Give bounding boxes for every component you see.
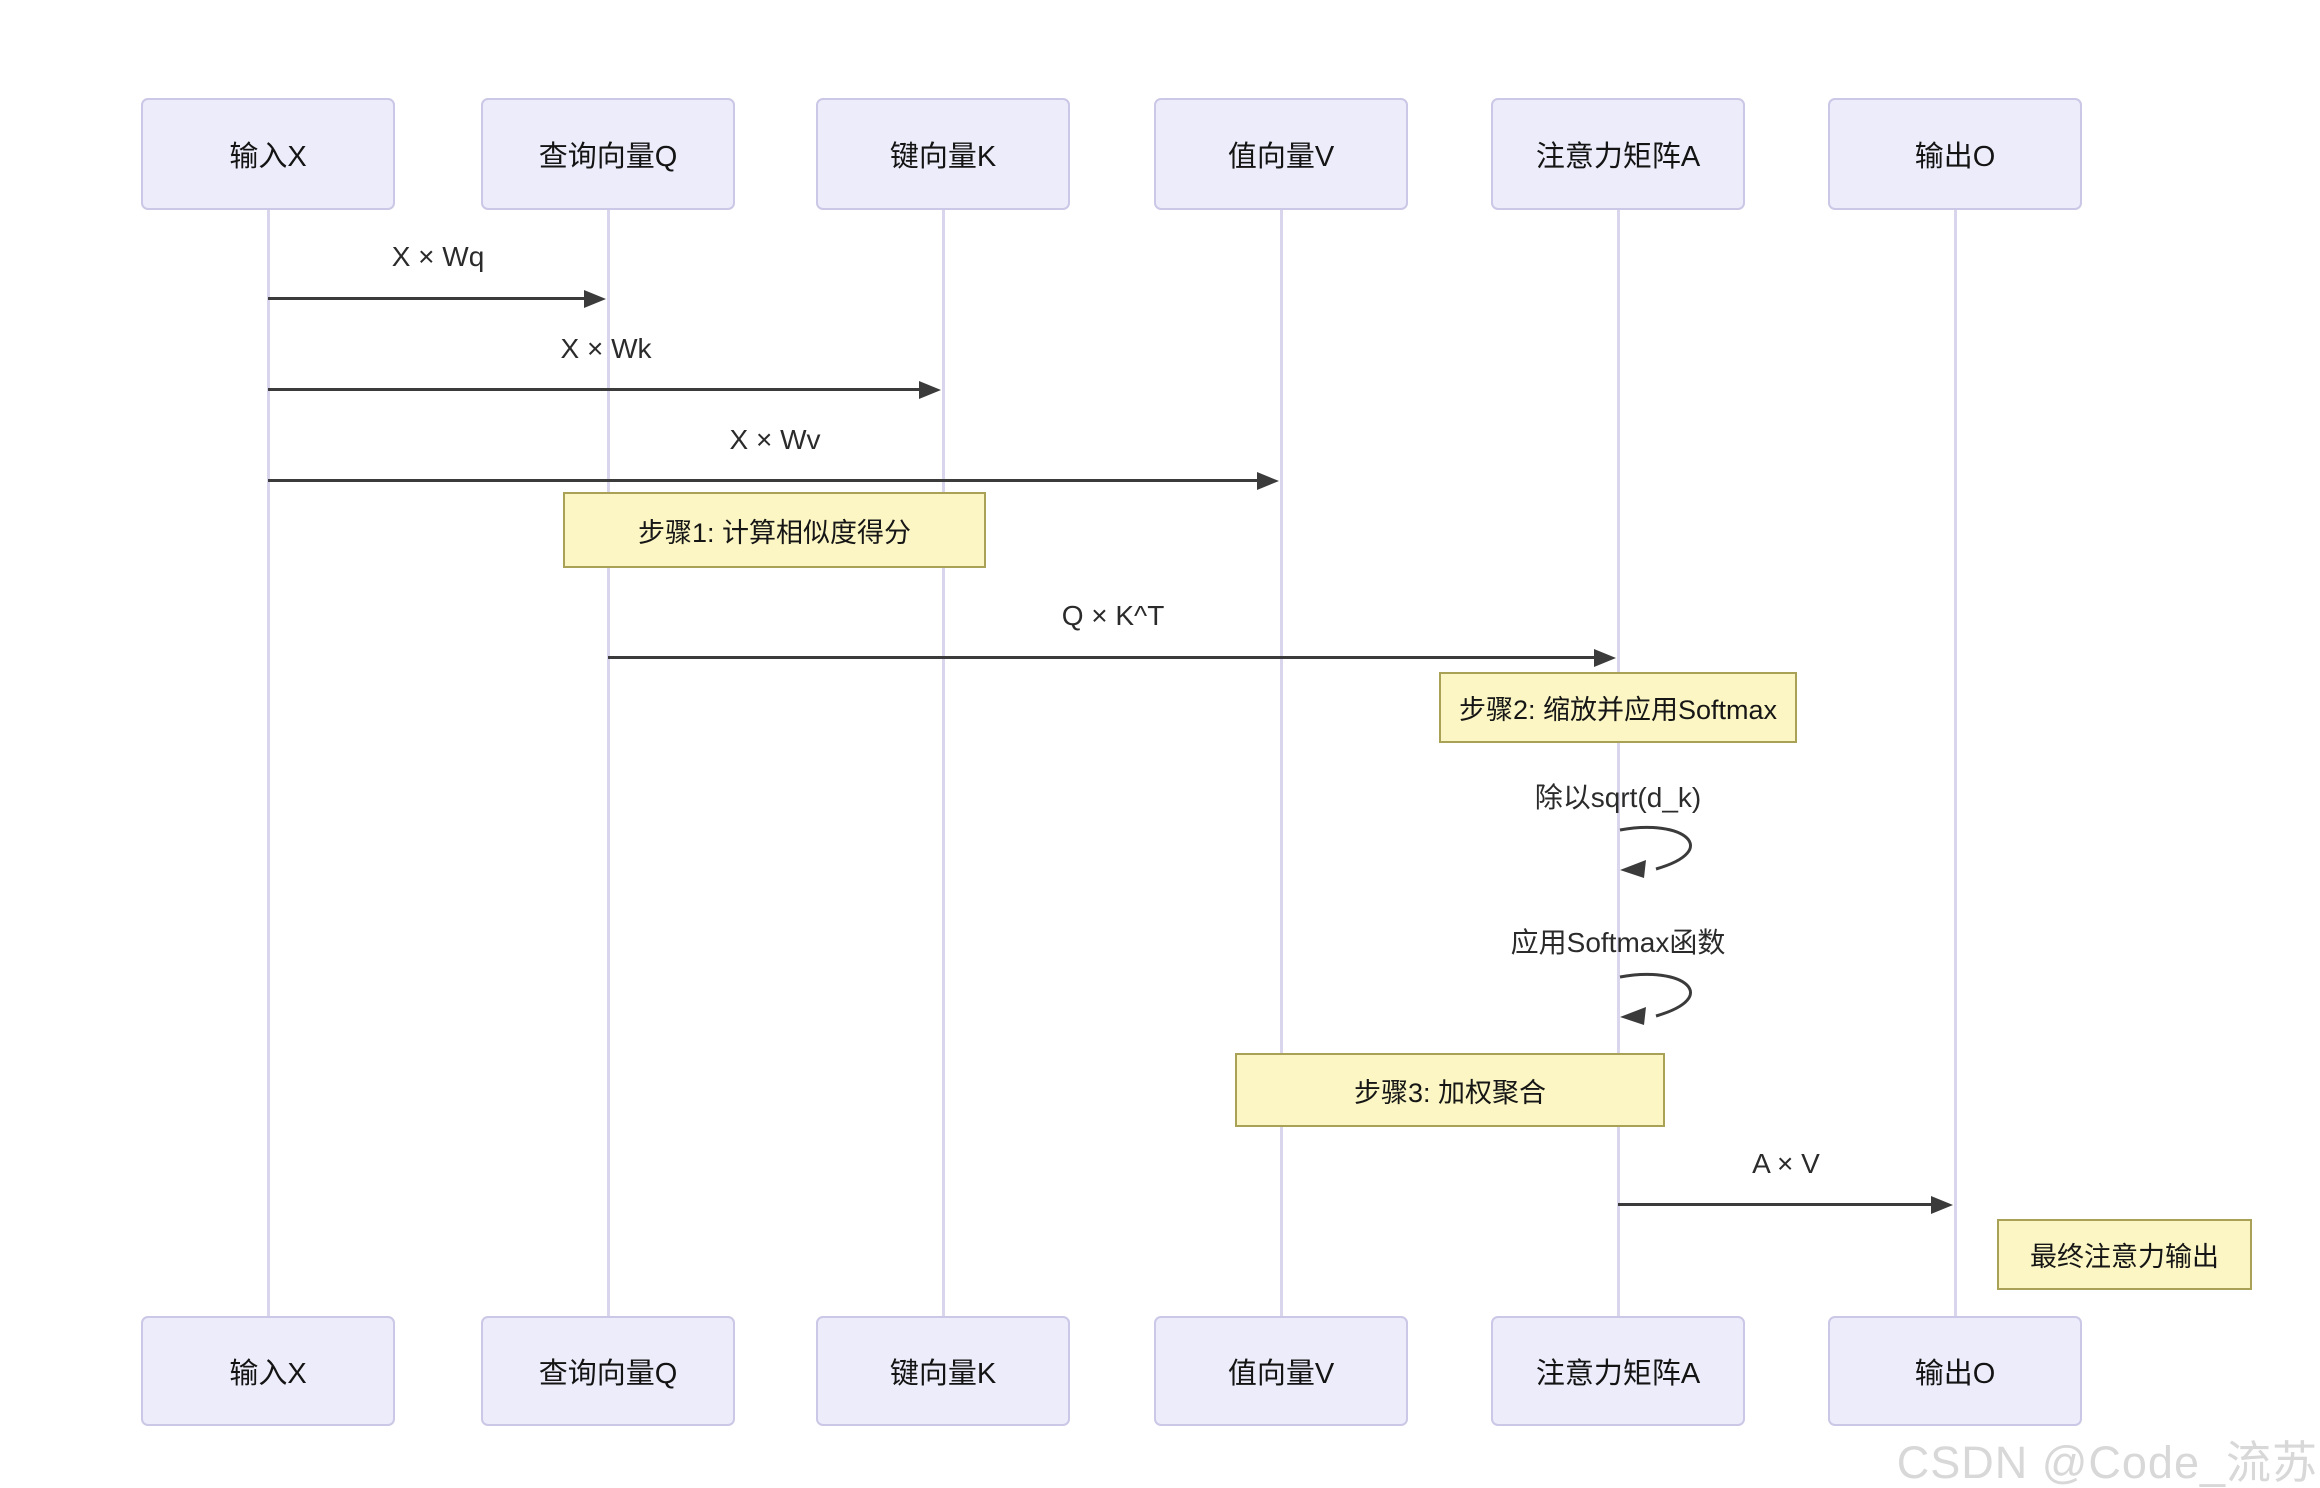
message-arrow-x-wv [268, 479, 1259, 482]
actor-top-value-v: 值向量V [1154, 98, 1408, 210]
actor-top-key-k: 键向量K [816, 98, 1070, 210]
actor-bottom-value-v: 值向量V [1154, 1316, 1408, 1426]
lifeline-attention-a [1617, 210, 1620, 1316]
actor-top-output-o: 输出O [1828, 98, 2082, 210]
actor-bottom-attention-a: 注意力矩阵A [1491, 1316, 1745, 1426]
message-label-q-kt: Q × K^T [1061, 600, 1165, 631]
message-arrow-x-wq [268, 297, 588, 300]
lifeline-output-o [1954, 210, 1957, 1316]
note-step3: 步骤3: 加权聚合 [1235, 1053, 1665, 1127]
self-message-label-sqrt: 除以sqrt(d_k) [1534, 782, 1702, 813]
actor-bottom-output-o: 输出O [1828, 1316, 2082, 1426]
message-label-a-v: A × V [1752, 1148, 1820, 1179]
lifeline-key-k [942, 210, 945, 1316]
self-loop-sqrt-arrow [1619, 825, 1692, 878]
arrowhead-a-v [1931, 1196, 1953, 1214]
message-label-x-wk: X × Wk [560, 333, 652, 364]
note-final-output: 最终注意力输出 [1997, 1219, 2252, 1290]
lifeline-value-v [1280, 210, 1283, 1316]
self-loop-softmax-arrow [1619, 972, 1692, 1025]
arrowhead-q-kt [1594, 649, 1616, 667]
message-arrow-q-kt [608, 656, 1596, 659]
message-arrow-a-v [1618, 1203, 1933, 1206]
actor-top-query-q: 查询向量Q [481, 98, 735, 210]
watermark-text: CSDN @Code_流苏 [1896, 1437, 2318, 1488]
arrowhead-x-wq [584, 290, 606, 308]
actor-bottom-query-q: 查询向量Q [481, 1316, 735, 1426]
arrowhead-x-wk [919, 381, 941, 399]
message-label-x-wv: X × Wv [729, 424, 821, 455]
actor-top-attention-a: 注意力矩阵A [1491, 98, 1745, 210]
actor-bottom-key-k: 键向量K [816, 1316, 1070, 1426]
arrowhead-x-wv [1257, 472, 1279, 490]
lifeline-input-x [267, 210, 270, 1316]
note-step2: 步骤2: 缩放并应用Softmax [1439, 672, 1797, 743]
actor-bottom-input-x: 输入X [141, 1316, 395, 1426]
lifeline-query-q [607, 210, 610, 1316]
actor-top-input-x: 输入X [141, 98, 395, 210]
message-arrow-x-wk [268, 388, 921, 391]
self-message-label-softmax: 应用Softmax函数 [1510, 927, 1726, 958]
note-step1: 步骤1: 计算相似度得分 [563, 492, 986, 568]
message-label-x-wq: X × Wq [391, 241, 485, 272]
